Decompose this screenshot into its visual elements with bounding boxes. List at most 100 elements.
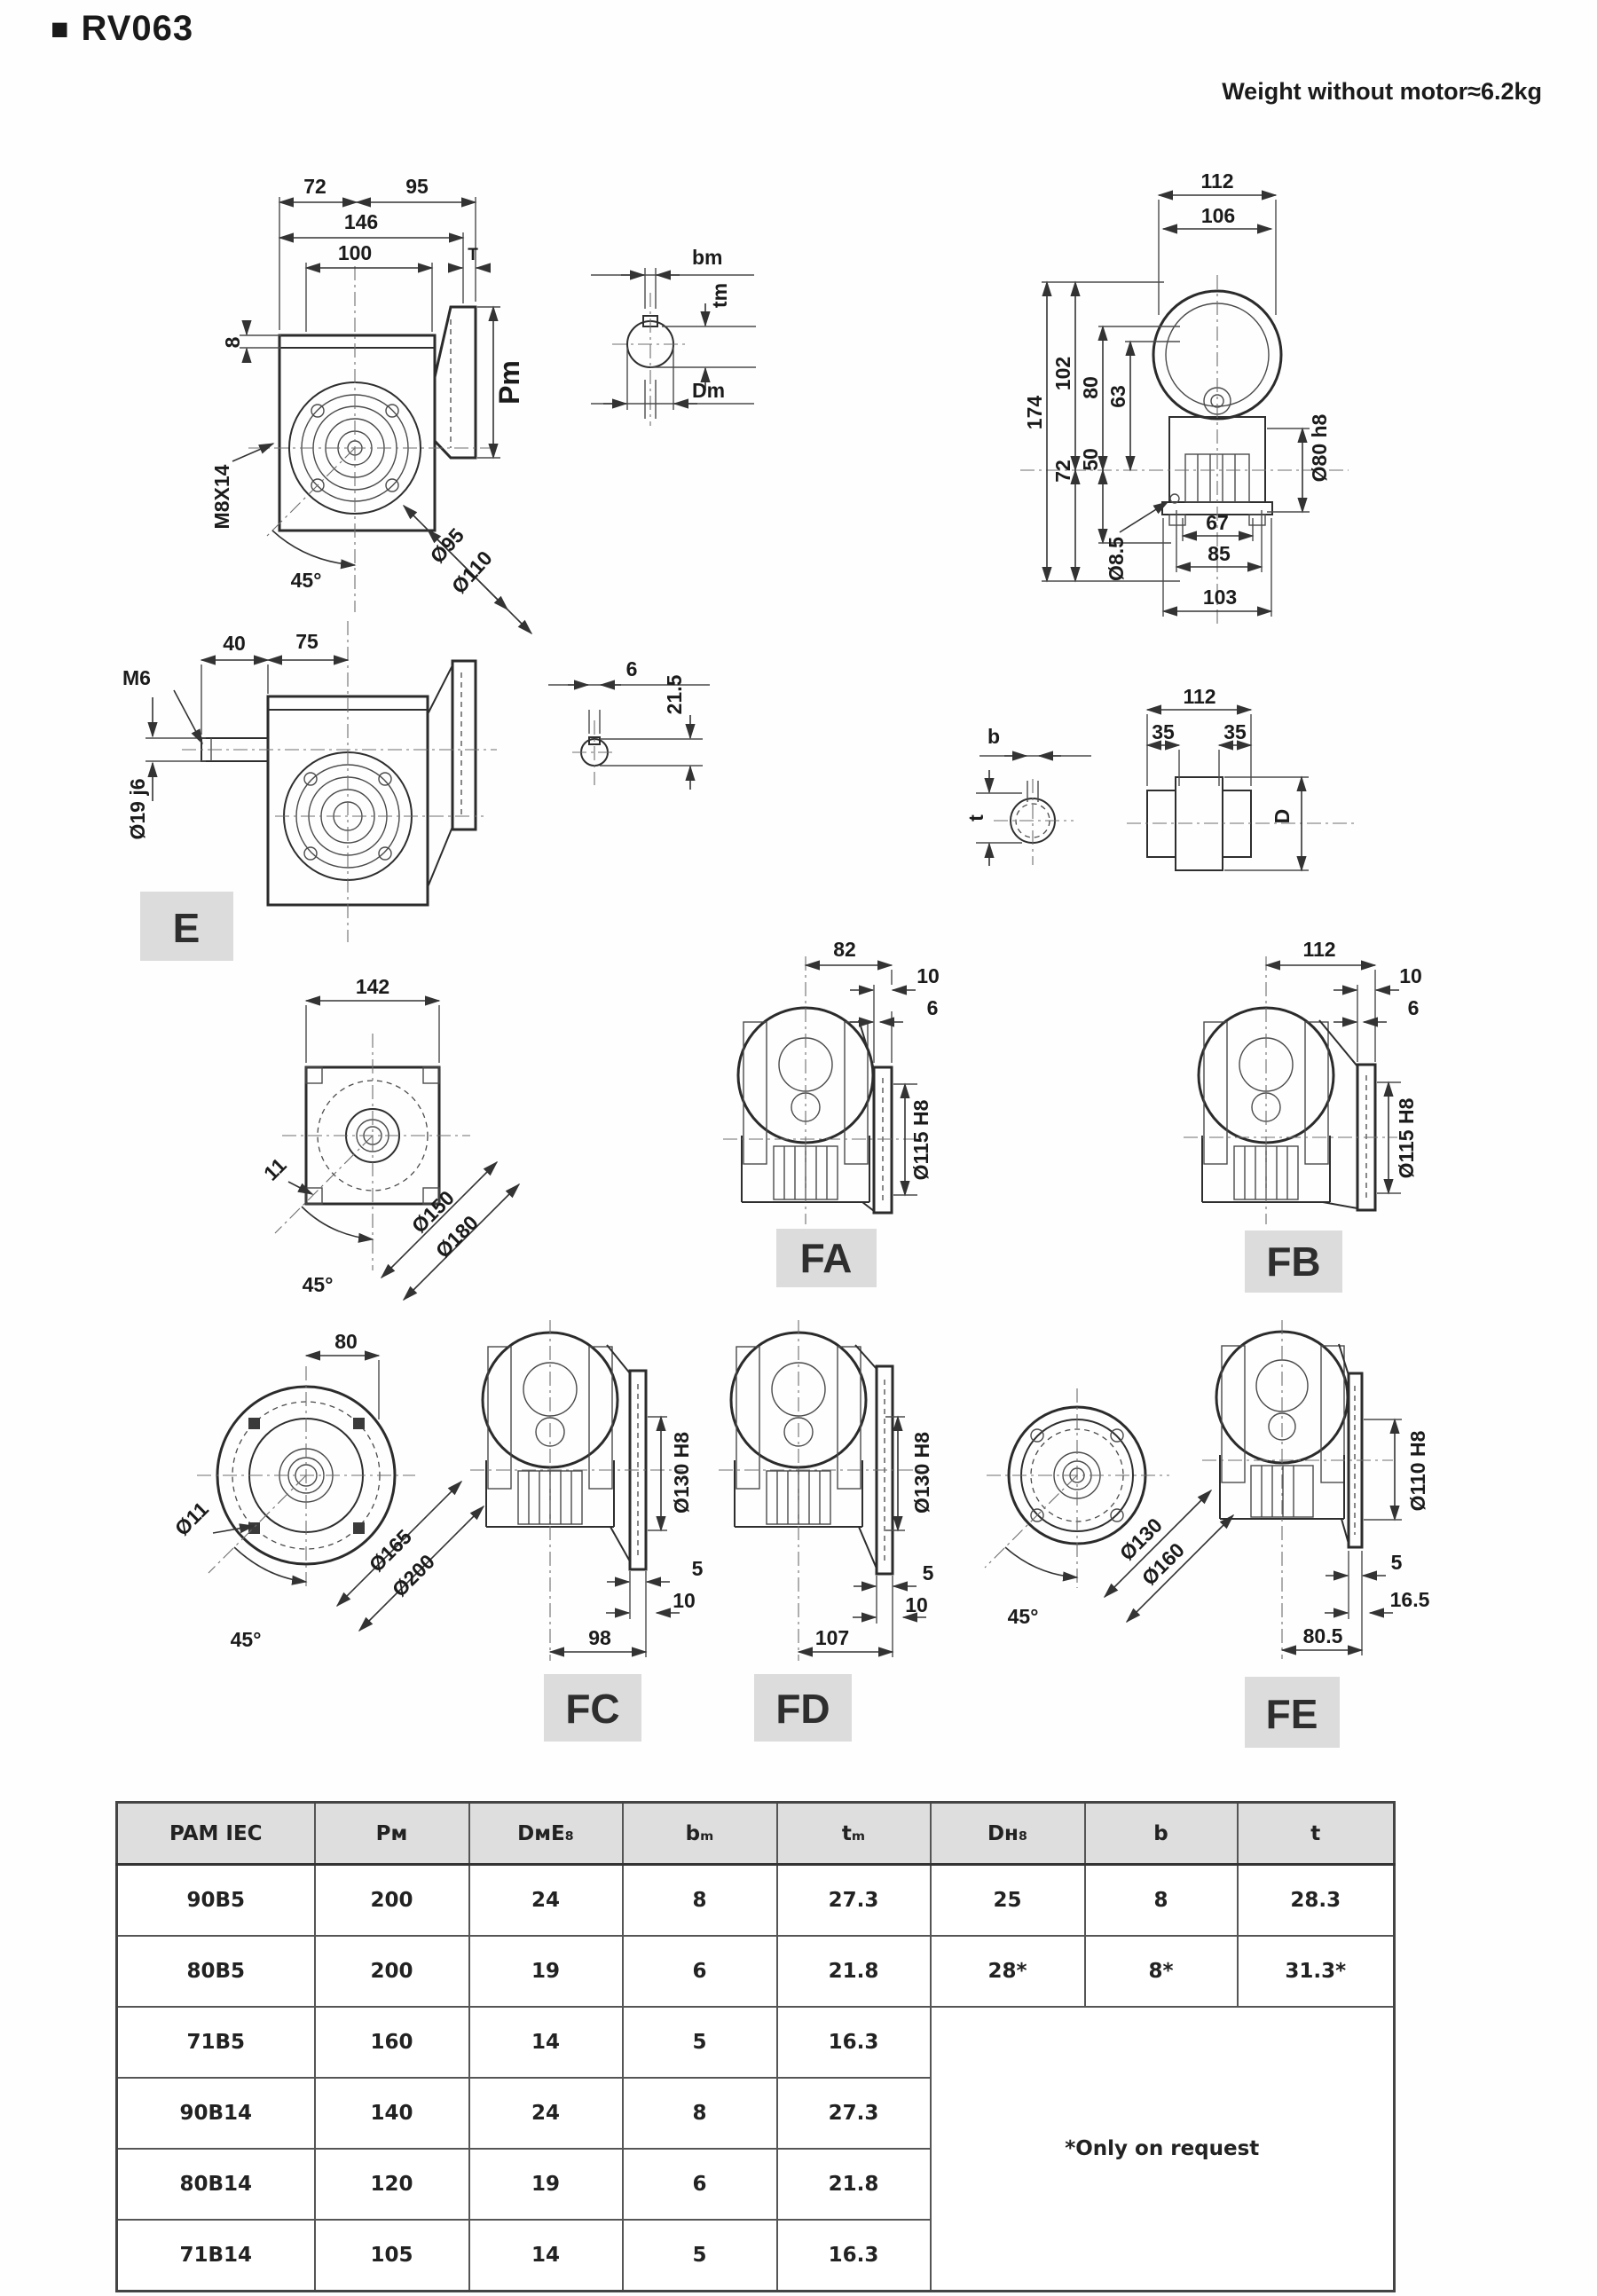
cell: 200 [313,1863,470,1937]
dim-label: 5 [692,1557,704,1580]
dim-label: 6 [1408,996,1420,1019]
cell: 8* [1083,1935,1239,2008]
linework [591,268,756,426]
view-label: FC [565,1686,619,1732]
table-header-row: PAM IEC Pᴍ DᴍE₈ bₘ tₘ Dʜ₈ b t [115,1801,1396,1866]
dim-label: 106 [1201,204,1235,227]
dim-label: 10 [905,1593,928,1616]
cell-pam: 90B5 [115,1863,316,1937]
col-header-dh8: Dʜ₈ [929,1801,1086,1866]
view-label: FD [775,1686,830,1732]
col-header-bm: bₘ [621,1801,778,1866]
cell-pam: 80B5 [115,1935,316,2008]
linework [146,621,497,942]
cell: 105 [313,2219,470,2292]
dim-label: Pm [493,360,525,405]
dim-label: Ø130 H8 [910,1432,933,1514]
drawing-round-flange-fc: 80 Ø11 Ø165 Ø200 45° [170,1330,485,1651]
dim-label: Ø115 H8 [909,1099,932,1180]
table-row: 80B14 120 19 6 21.8 [115,2148,1395,2221]
cell: 16.3 [775,2219,932,2292]
page-title: RV063 [81,9,194,48]
dim-label: 5 [923,1561,934,1584]
view-label-box-fe [1245,1677,1340,1748]
col-header-pam-iec: PAM IEC [115,1801,316,1866]
cell: 120 [313,2148,470,2221]
dim-label: 75 [295,630,319,653]
cell: 160 [313,2006,470,2079]
dim-label: 98 [588,1626,611,1649]
dim-label: 45° [303,1273,334,1296]
dim-label: M8X14 [210,464,233,529]
cell-pam: 80B14 [115,2148,316,2221]
drawing-rear-view: 112 106 174 102 80 63 72 50 Ø80 h8 Ø8.5 … [1020,169,1349,625]
dim-label: 85 [1208,542,1231,565]
drawing-square-flange: 142 11 45° Ø150 Ø180 [259,975,521,1301]
cell: 14 [468,2006,624,2079]
dim-label: Ø115 H8 [1395,1097,1418,1178]
view-label: FB [1266,1238,1320,1285]
cell: 24 [468,2077,624,2150]
view-label-box-fd [754,1674,852,1742]
drawing-fe-view: Ø110 H8 5 16.5 80.5 FE [1202,1320,1430,1748]
dim-label: 102 [1051,357,1074,390]
linework [548,680,710,790]
dim-label: 16.5 [1390,1588,1430,1611]
dim-label: 45° [231,1628,262,1651]
linework [723,956,917,1224]
dim-label: 112 [1183,685,1215,708]
cell: 14 [468,2219,624,2292]
dim-label: 67 [1206,511,1229,534]
cell: 5 [621,2219,778,2292]
dim-label: 5 [1391,1551,1403,1574]
drawing-input-side-view-e: 40 75 M6 Ø19 j6 E [122,621,497,961]
cell: 25 [929,1863,1086,1937]
dim-label: 6 [626,657,638,680]
dim-label: M6 [122,666,151,689]
cell-pam: 71B5 [115,2006,316,2079]
dim-label: 80 [1079,376,1102,399]
cell: 8 [1083,1863,1239,1937]
view-label: FA [800,1235,853,1281]
dim-label: Ø8.5 [1105,537,1128,581]
dim-label: Ø130 H8 [670,1432,693,1514]
table-row: 80B5 200 19 6 21.8 28* 8* 31.3* [115,1935,1396,2008]
page-header: ■ RV063 [51,9,193,49]
view-label-box-fa [776,1229,877,1287]
dim-label: 107 [815,1626,849,1649]
dim-label: 50 [1079,448,1102,471]
dim-label: D [1271,809,1294,824]
cell: 28* [929,1935,1086,2008]
drawing-round-flange-fe: Ø130 Ø160 45° [984,1388,1235,1628]
linework [1127,704,1357,872]
cell: 21.8 [775,1935,932,2008]
dim-label: 35 [1223,720,1247,743]
drawing-output-side-view: 72 95 146 100 T 8 Pm M8X14 45° Ø95 Ø110 [210,175,533,635]
cell: 27.3 [775,1863,932,1937]
dim-label: 45° [291,569,322,592]
dim-label: 21.5 [663,674,686,714]
cell: 8 [621,2077,778,2150]
dim-label: 63 [1106,385,1129,408]
cell: 140 [313,2077,470,2150]
view-label: FE [1266,1691,1318,1737]
dim-label: Ø110 H8 [1406,1430,1429,1511]
dim-label: 103 [1203,586,1237,609]
dim-label: b [987,725,1000,748]
table-row: 90B14 140 24 8 27.3 [115,2077,1395,2150]
dim-label: bm [692,246,723,269]
dim-label: Ø80 h8 [1308,413,1331,482]
cell: 200 [313,1935,470,2008]
col-header-pm: Pᴍ [313,1801,470,1866]
drawing-fd-view: Ø130 H8 5 10 107 FD [719,1320,934,1742]
table-row: 90B5 200 24 8 27.3 25 8 28.3 [115,1863,1396,1937]
dim-label: 10 [917,964,940,987]
cell: 5 [621,2006,778,2079]
linework [197,1350,485,1632]
square-bullet-icon: ■ [51,12,69,46]
dim-label: 72 [303,175,326,198]
table-row: 71B14 105 14 5 16.3 [115,2219,1395,2292]
dim-label: 6 [927,996,939,1019]
dim-label: 11 [259,1153,291,1185]
